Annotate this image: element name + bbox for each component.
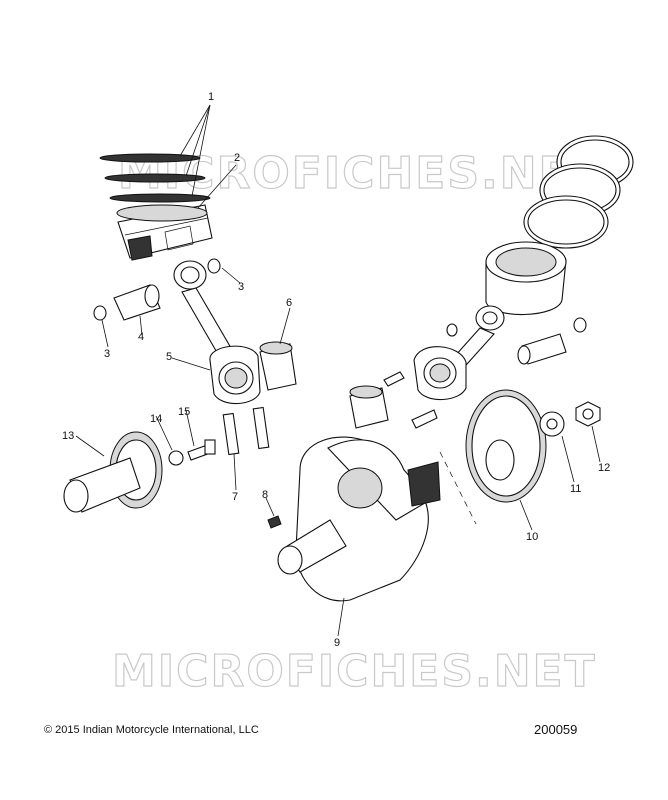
callout-8: 8: [262, 489, 268, 501]
callout-9: 9: [334, 637, 340, 649]
crankshaft: [277, 436, 441, 602]
circlip-right-b: [573, 317, 587, 333]
nut-right: [575, 401, 601, 427]
piston-rings-left: [99, 153, 211, 203]
dowel-pin: [267, 515, 282, 529]
callout-6: 6: [286, 297, 292, 309]
washer-right: [539, 411, 565, 437]
callout-3-lower: 3: [104, 348, 110, 360]
document-number: 200059: [534, 722, 578, 737]
gear-shaft-left: [63, 431, 163, 513]
callout-2: 2: [234, 152, 240, 164]
drive-gear: [465, 389, 560, 503]
callout-4: 4: [138, 331, 144, 343]
center-line: [439, 451, 477, 525]
washer-left: [168, 450, 184, 466]
circlip-upper-left: [207, 258, 221, 274]
callout-10: 10: [526, 531, 538, 543]
piston-pin-left: [113, 284, 161, 321]
copyright-text: © 2015 Indian Motorcycle International, …: [44, 724, 259, 736]
watermark-top: MICROFICHES.NET: [118, 148, 603, 199]
callout-14: 14: [150, 413, 162, 425]
callout-13: 13: [62, 430, 74, 442]
callout-15: 15: [178, 406, 190, 418]
bearing-shell-left: [259, 341, 297, 391]
piston-rings-right: [523, 135, 634, 249]
bolt-left: [187, 439, 216, 461]
rod-bolts-right: [383, 371, 438, 429]
circlip-lower-left: [93, 305, 107, 321]
bearing-shell-right: [349, 385, 389, 429]
rod-bolts-left: [222, 406, 270, 456]
callout-7: 7: [232, 491, 238, 503]
piston-right: [485, 241, 567, 316]
callout-3-upper: 3: [238, 281, 244, 293]
watermark-bottom: MICROFICHES.NET: [112, 646, 597, 697]
connecting-rod-left: [173, 260, 261, 405]
connecting-rod-right: [413, 305, 505, 401]
piston-pin-right: [517, 333, 567, 365]
callout-11: 11: [570, 483, 581, 495]
callout-12: 12: [598, 462, 610, 474]
leader-lines: [75, 104, 601, 637]
callout-5: 5: [166, 351, 172, 363]
circlip-right-a: [446, 323, 458, 337]
callout-1: 1: [208, 91, 214, 103]
piston-left: [116, 204, 213, 261]
